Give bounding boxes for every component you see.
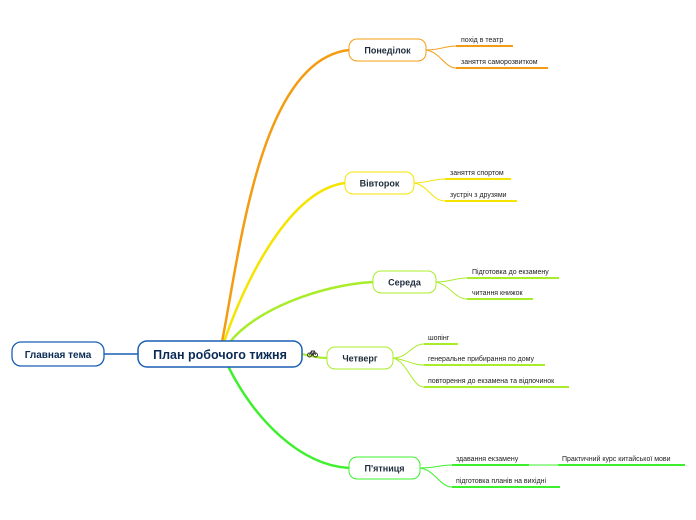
branch-tue-children <box>413 178 517 202</box>
connector-central-wed <box>229 280 374 343</box>
main-topic-label: Главная тема <box>25 350 92 361</box>
branch-fri-children <box>419 464 685 488</box>
branch-thu-children <box>392 343 569 388</box>
subtopic-fri-1[interactable]: здавання екзамену <box>456 456 519 463</box>
subtopic-tue-1[interactable]: заняття спортом <box>450 170 504 177</box>
subtopic-mon-2[interactable]: заняття саморозвитком <box>461 59 538 66</box>
branch-node-mon[interactable]: Понеділок <box>348 38 427 62</box>
subtopic-fri-2[interactable]: підготовка планів на вихідні <box>456 477 547 485</box>
branch-mon-children <box>425 45 548 69</box>
branch-label-tue: Вівторок <box>360 179 400 189</box>
branch-label-thu: Четверг <box>342 354 378 364</box>
central-topic-node[interactable]: План робочого тижня <box>137 340 303 368</box>
subtopic-thu-1[interactable]: шопінг <box>428 334 450 342</box>
connector-central-fri <box>226 365 350 470</box>
subtopic-wed-1[interactable]: Підготовка до екзамену <box>472 268 549 276</box>
branch-node-fri[interactable]: П'ятниця <box>348 456 421 480</box>
subtopic-thu-3[interactable]: повторення до екзамена та відпочинок <box>428 377 555 385</box>
branch-label-wed: Середа <box>388 278 422 288</box>
connector-central-thu <box>301 353 328 359</box>
subtopic-thu-2[interactable]: генеральне прибирання по дому <box>428 355 535 363</box>
central-topic-label: План робочого тижня <box>153 348 287 362</box>
branch-label-fri: П'ятниця <box>364 464 404 474</box>
main-topic-node[interactable]: Главная тема <box>11 341 105 367</box>
subtopic-mon-1[interactable]: похід в театр <box>461 36 503 44</box>
branch-node-tue[interactable]: Вівторок <box>344 171 415 195</box>
subtopic-wed-2[interactable]: читання книжок <box>472 290 523 297</box>
branch-label-mon: Понеділок <box>364 46 411 56</box>
branch-node-wed[interactable]: Середа <box>372 270 437 294</box>
branch-wed-children <box>435 277 559 300</box>
branch-node-thu[interactable]: Четверг <box>326 346 394 370</box>
connector-central-mon <box>220 48 350 343</box>
connector-central-tue <box>222 181 346 343</box>
bicycle-icon <box>307 350 318 358</box>
subtopic-fri-1-child-1[interactable]: Практичний курс китайської мови <box>562 455 671 463</box>
subtopic-tue-2[interactable]: зустріч з друзями <box>450 191 507 199</box>
